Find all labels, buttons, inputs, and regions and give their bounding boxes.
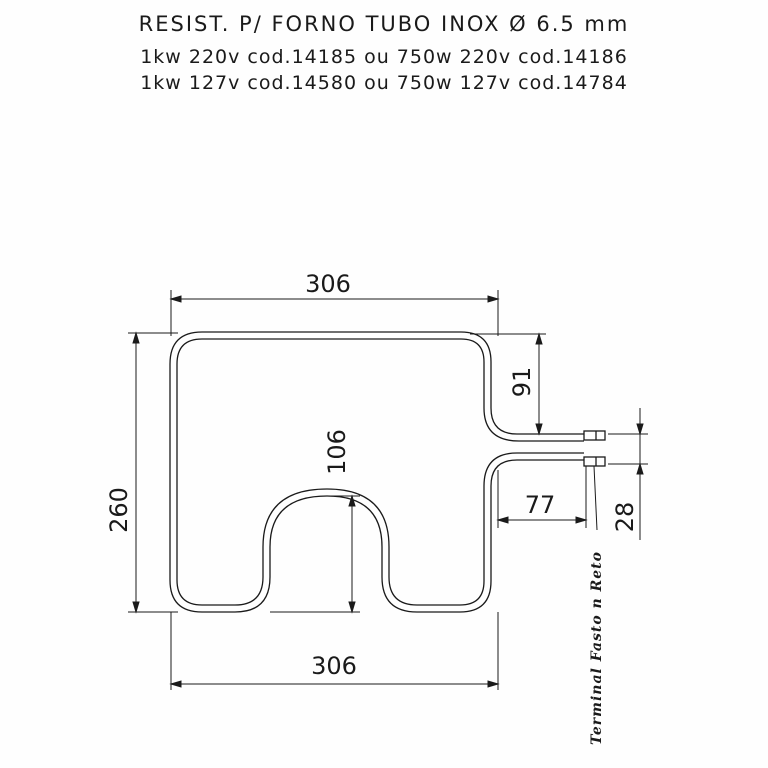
drawing-title: RESIST. P/ FORNO TUBO INOX Ø 6.5 mm	[138, 12, 630, 36]
spec-line-1: 1kw 220v cod.14185 ou 750w 220v cod.1418…	[140, 46, 628, 68]
terminal-leader-line	[593, 465, 598, 531]
dim-height-label: 260	[105, 487, 133, 533]
dim-terminal-length-label: 77	[525, 491, 556, 519]
dim-terminal-gap-label: 28	[611, 502, 639, 533]
dim-upper-leg-label: 91	[508, 367, 536, 398]
tube-inner-line	[176, 338, 584, 606]
dim-notch-depth-label: 106	[323, 429, 351, 475]
dim-bottom-width-label: 306	[311, 652, 357, 680]
terminal-upper	[583, 430, 606, 441]
dim-top-width-label: 306	[305, 270, 351, 298]
terminal-lower	[583, 456, 606, 467]
terminal-type-label: Terminal Fasto n Reto	[589, 551, 605, 745]
spec-line-2: 1kw 127v cod.14580 ou 750w 127v cod.1478…	[140, 72, 628, 94]
